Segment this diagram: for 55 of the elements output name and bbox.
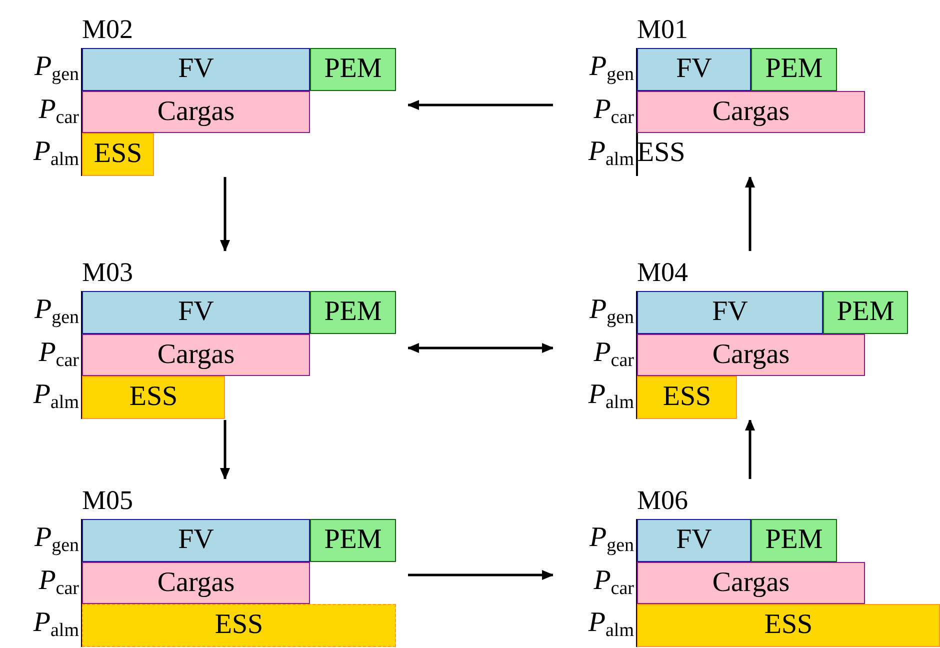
row-label: P$_{gen}$ <box>588 50 634 87</box>
storage-power-bar: ESS <box>637 604 940 646</box>
row-label: P$_{gen}$ <box>588 293 634 330</box>
row-label: P$_{car}$ <box>592 564 634 600</box>
mode-title: M02 <box>82 14 134 44</box>
row-label: P$_{car}$ <box>592 336 634 372</box>
pem-power-bar: PEM <box>751 48 837 90</box>
row-label: P$_{alm}$ <box>587 606 634 643</box>
row-label: P$_{gen}$ <box>33 50 79 87</box>
storage-power-bar: ESS <box>637 376 737 418</box>
row-label: P$_{alm}$ <box>32 606 79 643</box>
load-power-bar: Cargas <box>637 90 865 133</box>
pem-power-bar: PEM <box>823 291 908 334</box>
pem-power-bar: PEM <box>310 291 396 334</box>
arrow <box>407 100 553 110</box>
row-label: P$_{alm}$ <box>587 378 634 415</box>
mode-title: M06 <box>637 485 688 515</box>
storage-power-bar: ESS <box>82 133 154 176</box>
arrow <box>220 176 230 252</box>
arrow <box>745 176 755 251</box>
row-label: P$_{car}$ <box>592 92 634 130</box>
pv-power-bar: FV <box>82 519 310 562</box>
row-label: P$_{alm}$ <box>32 378 79 415</box>
row-label: P$_{car}$ <box>38 564 79 600</box>
row-label: P$_{alm}$ <box>587 135 634 172</box>
mode-title: M05 <box>82 485 134 515</box>
row-label: P$_{car}$ <box>38 336 79 372</box>
pem-power-bar: PEM <box>751 519 837 562</box>
row-label: P$_{gen}$ <box>33 521 79 558</box>
arrow <box>407 343 554 353</box>
arrow <box>220 420 230 480</box>
pem-power-bar: PEM <box>310 48 396 90</box>
pem-power-bar: PEM <box>310 519 396 562</box>
storage-label: ESS <box>637 133 686 176</box>
storage-power-bar: ESS <box>82 604 396 646</box>
mode-title: M04 <box>637 257 688 287</box>
storage-power-bar: ESS <box>82 376 225 418</box>
row-label: P$_{car}$ <box>38 92 79 130</box>
load-power-bar: Cargas <box>82 562 310 604</box>
load-power-bar: Cargas <box>637 334 865 376</box>
mode-title: M03 <box>82 257 134 287</box>
pv-power-bar: FV <box>637 291 823 334</box>
pv-power-bar: FV <box>637 519 751 562</box>
pv-power-bar: FV <box>82 48 310 90</box>
load-power-bar: Cargas <box>82 90 310 133</box>
mode-title: M01 <box>637 14 688 44</box>
row-label: P$_{gen}$ <box>588 521 634 558</box>
arrow <box>408 570 554 580</box>
load-power-bar: Cargas <box>82 334 310 376</box>
load-power-bar: Cargas <box>637 562 865 604</box>
row-label: P$_{gen}$ <box>33 293 79 330</box>
pv-power-bar: FV <box>637 48 751 90</box>
pv-power-bar: FV <box>82 291 310 334</box>
row-label: P$_{alm}$ <box>32 135 79 172</box>
arrow <box>745 418 755 479</box>
